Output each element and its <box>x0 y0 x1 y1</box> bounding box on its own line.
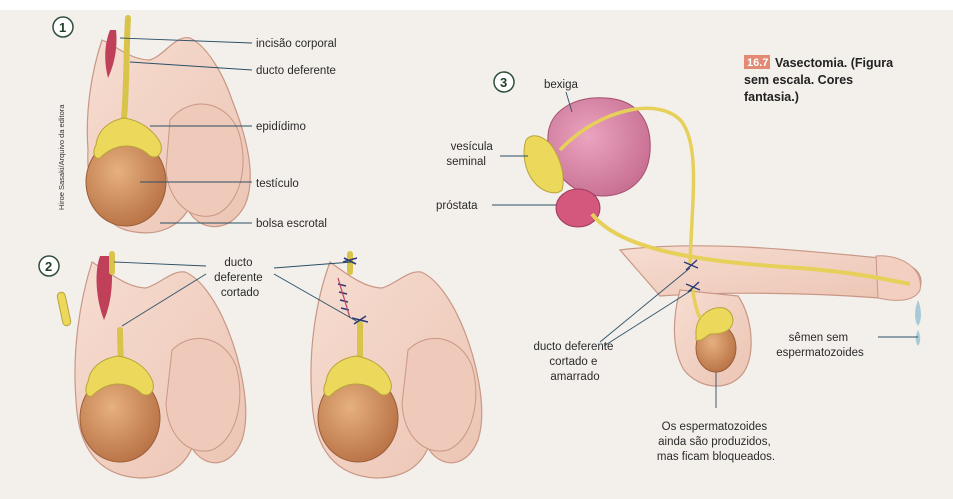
panel-3-prostate <box>556 189 600 227</box>
label-cut-vas-line-2: deferente <box>214 272 263 284</box>
label-prostate: próstata <box>436 200 478 212</box>
panel-3-number: 3 <box>500 75 507 90</box>
label-cut-tied-line-3: amarrado <box>550 371 599 383</box>
label-sperm-note-line-2: ainda são produzidos, <box>658 436 771 448</box>
label-vas-deferens: ducto deferente <box>256 65 336 77</box>
label-seminal-vesicle-line-1: vesícula <box>451 141 494 153</box>
label-semen-line-1: sêmen sem <box>789 332 848 344</box>
caption-line-2: sem escala. Cores <box>744 73 853 87</box>
frame-edge <box>0 0 953 10</box>
panel-2-left-bulge <box>166 338 240 451</box>
label-testis: testículo <box>256 178 299 190</box>
label-epididymis: epidídimo <box>256 121 306 133</box>
label-sperm-note: Os espermatozoides ainda são produzidos,… <box>657 421 775 463</box>
caption-number: 16.7 <box>747 57 768 69</box>
panel-1-right-bulge <box>166 104 243 216</box>
label-cut-tied-line-1: ducto deferente <box>533 341 613 353</box>
label-scrotum: bolsa escrotal <box>256 218 327 230</box>
panel-1-vas-deferens <box>124 18 128 118</box>
label-cut-vas-line-1: ducto <box>224 257 252 269</box>
caption-line-1: Vasectomia. (Figura <box>775 56 894 70</box>
label-semen-line-2: espermatozoides <box>776 347 864 359</box>
label-bladder: bexiga <box>544 79 578 91</box>
caption-line-3: fantasia.) <box>744 90 799 104</box>
label-incision: incisão corporal <box>256 38 337 50</box>
panel-2-number: 2 <box>45 259 52 274</box>
label-sperm-note-line-1: Os espermatozoides <box>662 421 768 433</box>
label-cut-vas-line-3: cortado <box>221 287 259 299</box>
label-seminal-vesicle-line-2: seminal <box>446 156 486 168</box>
panel-2-right-bulge <box>402 338 476 451</box>
label-cut-tied-line-2: cortado e <box>549 356 597 368</box>
image-credit: Hiroe Sasaki/Arquivo da editora <box>57 104 66 210</box>
panel-1-number: 1 <box>59 20 66 35</box>
label-sperm-note-line-3: mas ficam bloqueados. <box>657 451 775 463</box>
